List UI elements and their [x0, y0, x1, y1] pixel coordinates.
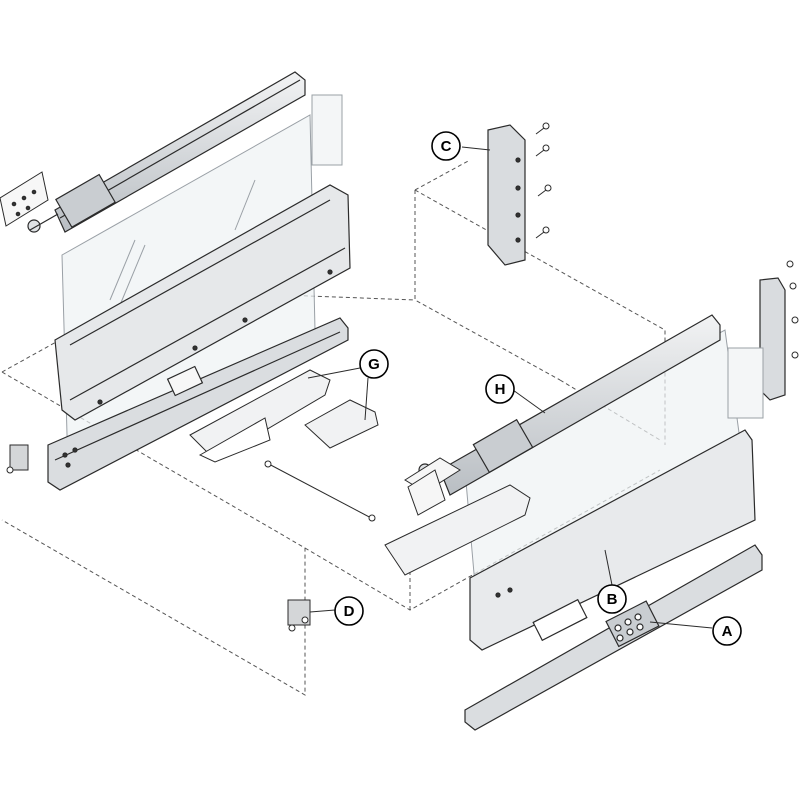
right-glass-panel [464, 329, 764, 586]
label-c: C [441, 138, 452, 155]
label-h: H [495, 381, 506, 398]
callout-b: B [597, 584, 627, 614]
label-a: A [722, 623, 733, 640]
left-connector-plate [0, 171, 49, 227]
callout-d: D [334, 596, 364, 626]
rear-bracket-c [487, 124, 526, 266]
center-mechanism [189, 369, 379, 522]
left-runner [47, 317, 349, 491]
screws-right [786, 260, 799, 359]
callout-g: G [359, 349, 389, 379]
label-b: B [607, 591, 618, 608]
leader-lines [307, 146, 713, 629]
right-center-mechanism [384, 484, 531, 576]
callout-c: C [431, 131, 461, 161]
left-side-panel [54, 184, 351, 421]
front-fixing-d [287, 599, 311, 632]
label-d: D [344, 603, 355, 620]
callout-h: H [485, 374, 515, 404]
callout-a: A [712, 616, 742, 646]
left-gallery-rail [27, 71, 306, 233]
screws-c [535, 122, 552, 239]
front-fixing-left [6, 444, 29, 474]
right-runner [464, 544, 763, 731]
right-connector-clip [404, 457, 461, 516]
right-rear-bracket [759, 277, 786, 401]
right-side-panel [469, 429, 756, 651]
label-g: G [368, 356, 380, 373]
